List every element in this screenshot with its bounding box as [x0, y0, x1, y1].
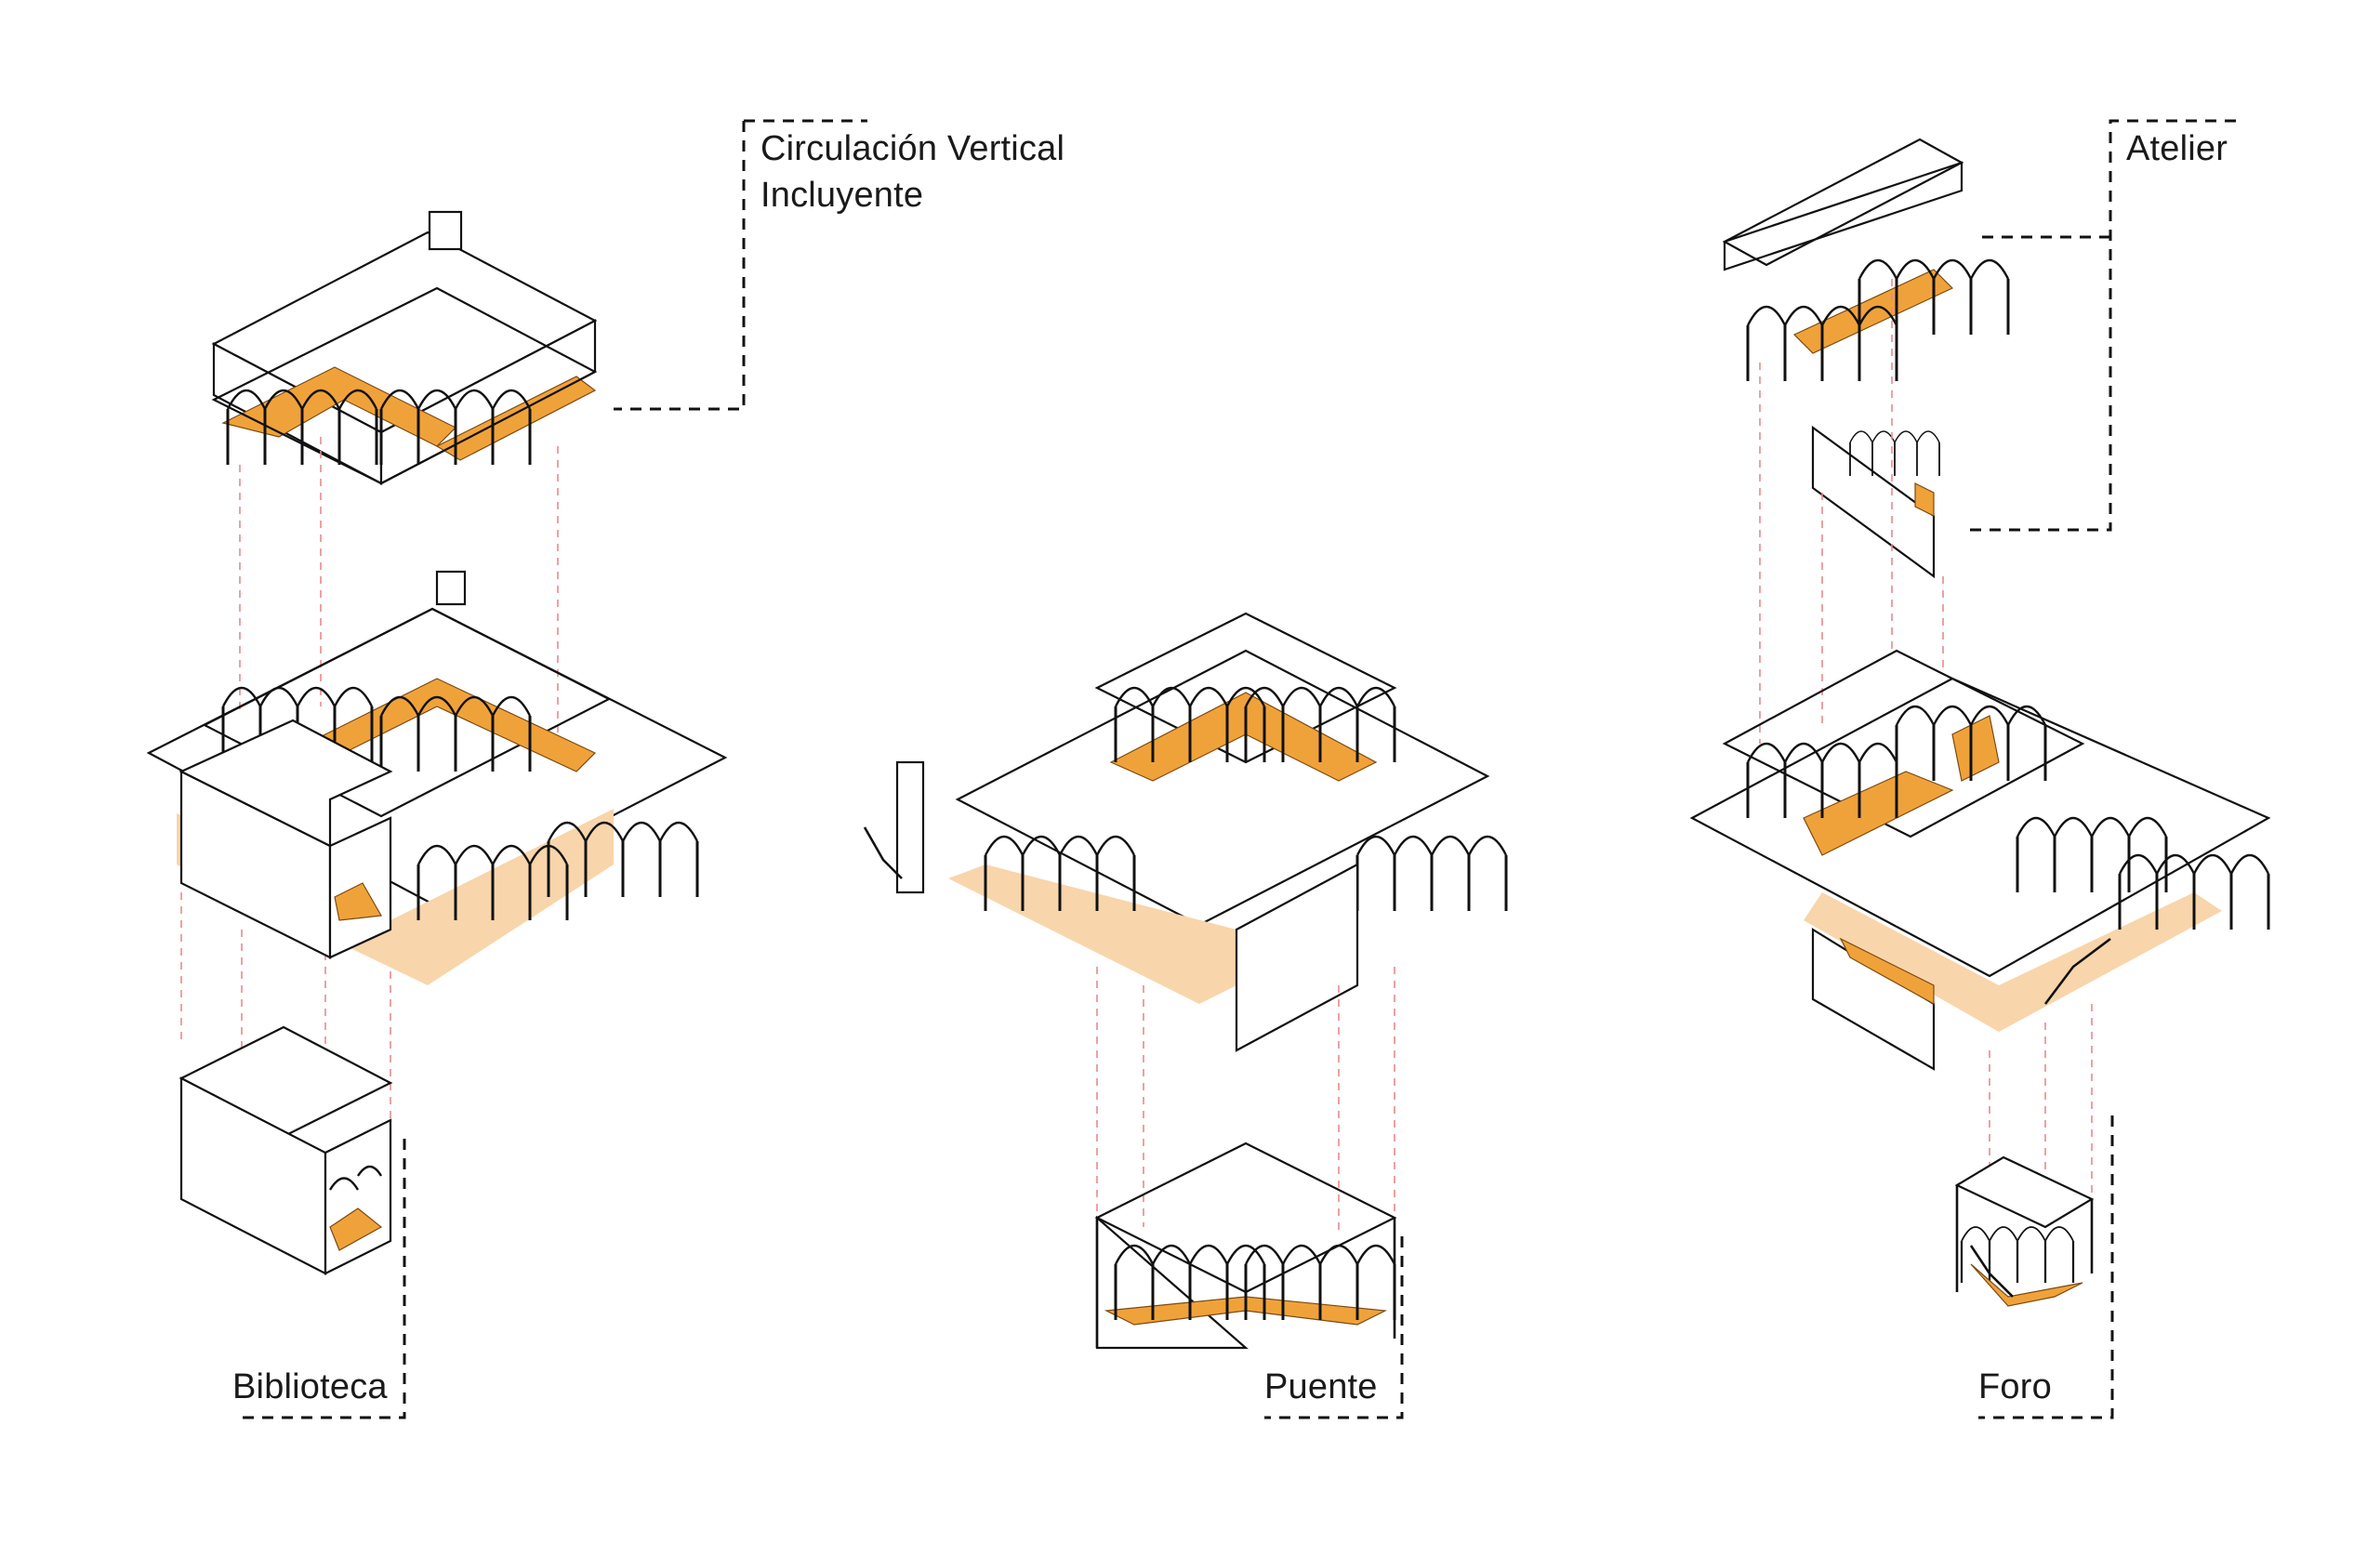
center-assembly [863, 612, 1508, 1350]
atelier-panel [1811, 425, 1940, 579]
label-puente: Puente [1264, 1367, 1378, 1406]
leader-atelier [1962, 119, 2236, 532]
label-atelier: Atelier [2126, 129, 2228, 168]
center-cloister [863, 612, 1508, 1052]
label-circulacion-line1: Circulación Vertical [760, 129, 1065, 168]
left-assembly [146, 210, 728, 1275]
label-circulacion-line2: Incluyente [760, 176, 924, 215]
leaders [240, 119, 2236, 1419]
left-guides [180, 437, 559, 1134]
leader-puente [1264, 1236, 1404, 1419]
forum-block [1954, 1155, 2095, 1307]
right-assembly [1689, 138, 2271, 1307]
library-block [178, 1025, 393, 1275]
leader-foro [1978, 1115, 2114, 1419]
atelier-block [1722, 138, 2010, 383]
left-cloister [146, 570, 728, 985]
bridge-block [1094, 1142, 1397, 1350]
circulation-block [211, 210, 598, 485]
label-biblioteca: Biblioteca [232, 1367, 388, 1406]
leader-biblioteca [240, 1139, 406, 1419]
label-foro: Foro [1978, 1367, 2052, 1406]
right-cloister [1689, 649, 2271, 1071]
